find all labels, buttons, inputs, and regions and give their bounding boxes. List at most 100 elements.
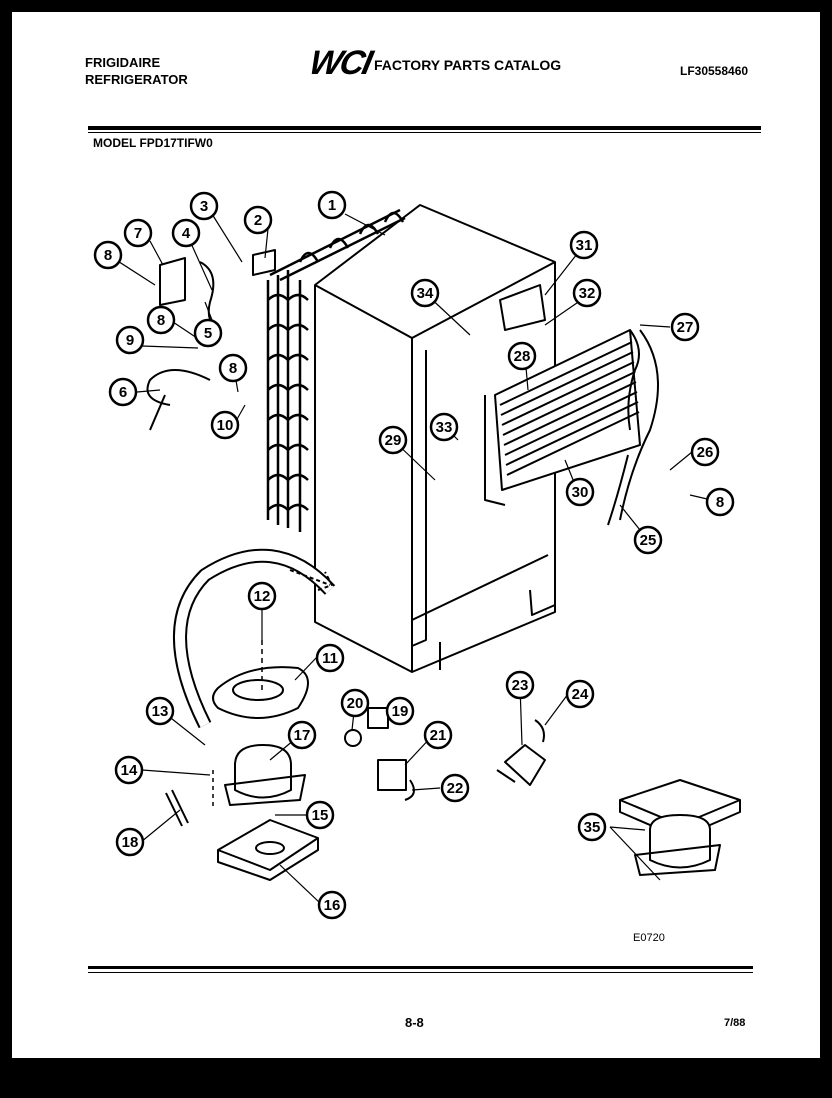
callout-3: 3 [189, 191, 219, 221]
callout-circle [577, 812, 607, 842]
callout-circle [146, 305, 176, 335]
callout-number: 4 [182, 225, 191, 242]
callout-number: 23 [512, 677, 529, 694]
mount-bracket [217, 819, 319, 881]
callout-circle [315, 643, 345, 673]
callout-number: 11 [322, 650, 338, 667]
callout-circle [193, 318, 223, 348]
callout-2: 2 [243, 205, 273, 235]
footer-rule-thin [88, 972, 753, 973]
callout-circle [565, 477, 595, 507]
callout-8: 8 [146, 305, 176, 335]
callout-circle [247, 581, 277, 611]
callout-27: 27 [670, 312, 700, 342]
callout-circle [565, 679, 595, 709]
callout-circle [572, 278, 602, 308]
callout-18: 18 [115, 827, 145, 857]
callout-31: 31 [569, 230, 599, 260]
callout-circle [115, 827, 145, 857]
callout-number: 8 [157, 312, 165, 329]
callout-circle [145, 696, 175, 726]
callout-number: 20 [347, 695, 364, 712]
callout-number: 26 [697, 444, 714, 461]
drain-pan [212, 640, 309, 719]
catalog-number: LF30558460 [680, 64, 749, 78]
callout-25: 25 [633, 525, 663, 555]
callout-5: 5 [193, 318, 223, 348]
alt-compressor [619, 779, 741, 876]
callout-8: 8 [705, 487, 735, 517]
callout-20: 20 [340, 688, 370, 718]
callout-circle [218, 353, 248, 383]
callout-number: 31 [576, 237, 593, 254]
callout-number: 27 [677, 319, 694, 336]
callout-4: 4 [171, 218, 201, 248]
callout-circle [108, 377, 138, 407]
callout-number: 5 [204, 325, 212, 342]
callout-29: 29 [378, 425, 408, 455]
callout-number: 35 [584, 819, 601, 836]
callout-15: 15 [305, 800, 335, 830]
drawing-code: E0720 [633, 932, 665, 944]
callout-number: 19 [392, 703, 409, 720]
callout-21: 21 [423, 720, 453, 750]
callout-circle [633, 525, 663, 555]
callout-circle [317, 890, 347, 920]
callout-number: 17 [294, 727, 311, 744]
callout-number: 6 [119, 384, 127, 401]
bracket-2 [252, 249, 276, 276]
callout-circle [243, 205, 273, 235]
callout-number: 10 [217, 417, 234, 434]
callout-24: 24 [565, 679, 595, 709]
callout-circle [507, 341, 537, 371]
callout-circle [305, 800, 335, 830]
callout-circle [440, 773, 470, 803]
callout-circle [410, 278, 440, 308]
callout-number: 9 [126, 332, 134, 349]
callout-number: 14 [121, 762, 138, 779]
header-rule [88, 126, 761, 130]
callout-circle [189, 191, 219, 221]
callout-circle [505, 670, 535, 700]
callout-26: 26 [690, 437, 720, 467]
callout-12: 12 [247, 581, 277, 611]
callout-7: 7 [123, 218, 153, 248]
callout-11: 11 [315, 643, 345, 673]
callout-number: 8 [716, 494, 724, 511]
callout-34: 34 [410, 278, 440, 308]
callout-circle [423, 720, 453, 750]
filter-drier [165, 789, 189, 827]
callout-number: 25 [640, 532, 657, 549]
callout-number: 22 [447, 780, 464, 797]
hinge-bracket [159, 257, 186, 306]
callout-13: 13 [145, 696, 175, 726]
callout-28: 28 [507, 341, 537, 371]
callout-23: 23 [505, 670, 535, 700]
callout-circle [385, 696, 415, 726]
callout-22: 22 [440, 773, 470, 803]
header-rule-thin [88, 132, 761, 133]
callout-circle [114, 755, 144, 785]
callout-17: 17 [287, 720, 317, 750]
callout-number: 34 [417, 285, 434, 302]
relay-parts [344, 707, 415, 801]
callout-8: 8 [218, 353, 248, 383]
callout-number: 12 [254, 588, 271, 605]
callout-circle [287, 720, 317, 750]
callout-circle [115, 325, 145, 355]
page-number: 8-8 [405, 1015, 424, 1030]
capacitor [496, 719, 546, 786]
callout-circle [123, 218, 153, 248]
callout-number: 1 [328, 197, 336, 214]
callout-number: 30 [572, 484, 589, 501]
callout-number: 21 [430, 727, 447, 744]
callout-number: 15 [312, 807, 329, 824]
callout-number: 2 [254, 212, 262, 229]
brand-name: FRIGIDAIRE [85, 55, 161, 70]
callout-circle [705, 487, 735, 517]
callout-1: 1 [317, 190, 347, 220]
callout-circle [670, 312, 700, 342]
callout-33: 33 [429, 412, 459, 442]
callout-circle [690, 437, 720, 467]
